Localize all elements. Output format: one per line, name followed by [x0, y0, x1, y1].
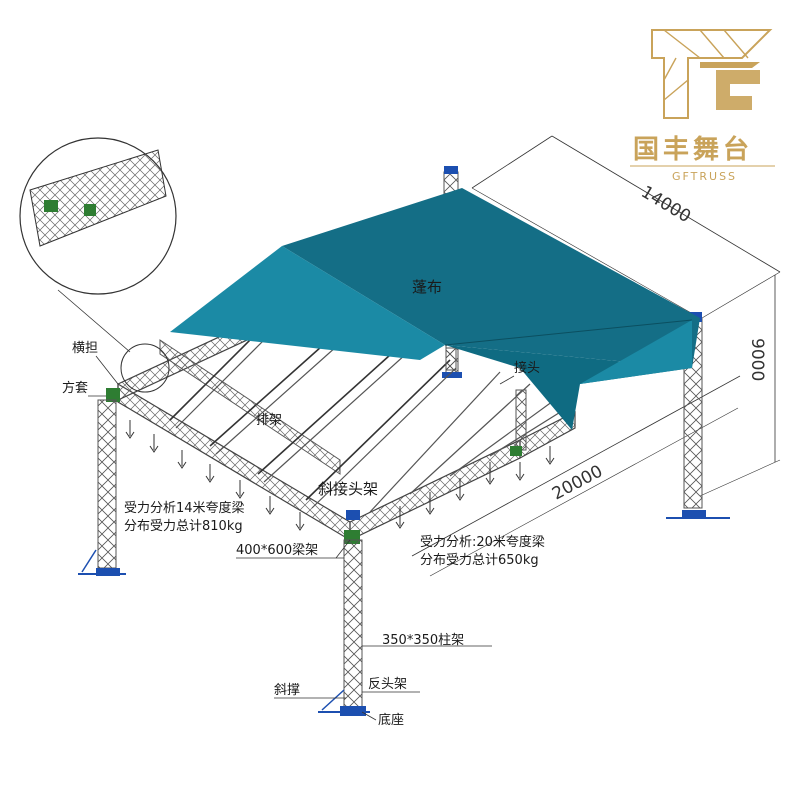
label-joint: 接头: [514, 360, 540, 376]
label-rafter: 排架: [256, 413, 282, 428]
brand-logo: 国丰舞台 GFTRUSS: [630, 29, 775, 183]
detail-magnifier: [19, 137, 177, 393]
dimension-height: 9000: [747, 338, 767, 381]
canopy-label: 蓬布: [412, 278, 442, 296]
label-base: 底座: [378, 712, 404, 728]
label-load-20m-line2: 分布受力总计650kg: [420, 553, 539, 568]
column-front-left: [78, 399, 126, 576]
label-load-20m-line1: 受力分析:20米夸度梁: [420, 534, 545, 550]
label-reverse-frame: 反头架: [368, 677, 407, 692]
brand-name-cn: 国丰舞台: [633, 134, 753, 165]
label-column: 350*350柱架: [382, 633, 464, 648]
canopy: 蓬布: [170, 188, 700, 430]
label-sleeve: 方套: [62, 380, 88, 396]
label-crossbar: 横担: [72, 341, 98, 356]
dimension-depth: 14000: [637, 182, 694, 227]
column-front-corner: [318, 510, 370, 716]
brand-name-en: GFTRUSS: [672, 170, 737, 183]
annotation-labels: 横担 方套 接头 排架 斜接头架 受力分析14米夸度梁 分布受力总计810kg …: [62, 341, 545, 728]
label-beam: 400*600梁架: [236, 543, 318, 558]
label-diagonal-joint: 斜接头架: [318, 480, 378, 498]
label-load-14m-line1: 受力分析14米夸度梁: [124, 500, 245, 516]
label-brace: 斜撑: [274, 683, 300, 698]
label-load-14m-line2: 分布受力总计810kg: [124, 519, 243, 534]
load-arrows: [125, 420, 555, 531]
dimension-width: 20000: [549, 461, 606, 504]
brand-mark-icon: [651, 29, 773, 119]
